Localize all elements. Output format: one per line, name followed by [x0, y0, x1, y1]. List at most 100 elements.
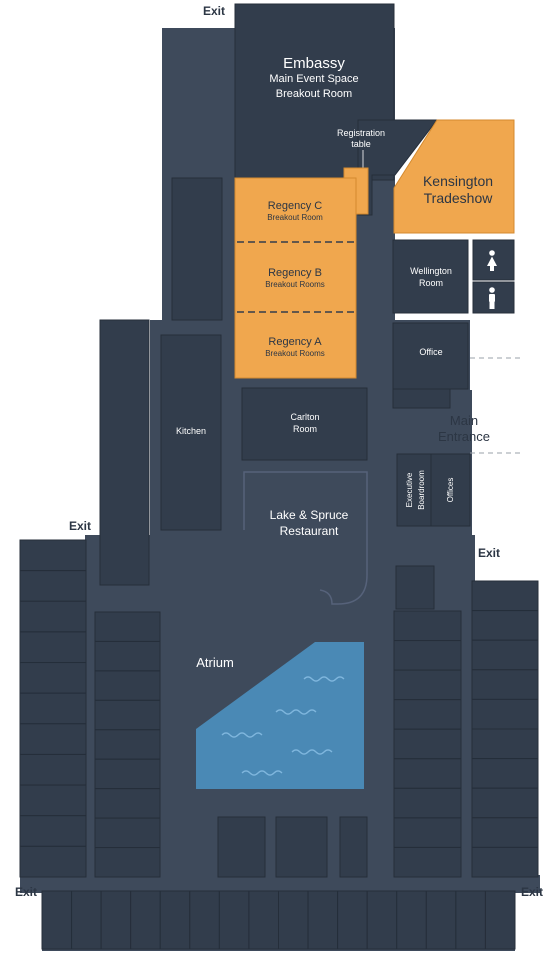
office-room[interactable]: Office [392, 322, 469, 390]
registration-line1: Registration [337, 128, 385, 138]
inner-left-stall [94, 817, 161, 849]
right-stall [471, 817, 539, 848]
right-stall [471, 639, 539, 671]
regency-b-title: Regency B [268, 267, 322, 279]
restroom-men[interactable] [472, 281, 515, 314]
bottom-stall-row [41, 890, 516, 950]
kensington-line1: Kensington [423, 173, 493, 189]
regency-c[interactable]: Regency C Breakout Room [267, 200, 323, 222]
bottom-stall [100, 890, 132, 950]
right-stall [471, 728, 539, 760]
regency-b[interactable]: Regency B Breakout Rooms [265, 267, 325, 289]
left-stall [19, 600, 87, 633]
inner-right-stall [393, 610, 462, 642]
right-stall [471, 787, 539, 819]
inner-right-stall [393, 669, 462, 701]
bottom-stall [484, 890, 516, 950]
restroom-women[interactable] [472, 239, 515, 281]
right-stall [471, 610, 539, 641]
left-stall [19, 845, 87, 878]
bottom-stall [366, 890, 398, 950]
bottom-stall [307, 890, 339, 950]
right-stall [471, 846, 539, 878]
carlton-line1: Carlton [290, 412, 319, 422]
lower-room-3 [339, 816, 368, 878]
kitchen-room[interactable]: Kitchen [160, 334, 222, 531]
inner-right-stall [393, 728, 462, 760]
left-stall [19, 753, 87, 786]
corridor-block [99, 319, 150, 586]
carlton-line2: Room [293, 424, 317, 434]
stall-columns [19, 539, 539, 878]
kitchen-label: Kitchen [176, 426, 206, 436]
inner-left-stall [94, 611, 161, 642]
exit-bottom-right-label: Exit [521, 885, 543, 899]
right-stall [471, 669, 539, 700]
regency-a[interactable]: Regency A Breakout Rooms [265, 336, 325, 358]
lower-room-1 [217, 816, 266, 878]
regency-b-sub: Breakout Rooms [265, 280, 325, 289]
embassy-line2: Breakout Room [276, 88, 352, 100]
main-entrance-line2: Entrance [438, 429, 490, 444]
main-entrance-line1: Main [450, 413, 478, 428]
bottom-stall [278, 890, 309, 950]
registration-line2: table [351, 139, 371, 149]
inner-left-stall [94, 640, 161, 672]
left-stall [19, 723, 87, 755]
left-stall [19, 815, 87, 847]
storage-room [171, 177, 223, 321]
regency-rooms [234, 177, 357, 379]
office-annex [392, 388, 451, 409]
inner-left-stall [94, 788, 161, 819]
left-stall [19, 570, 87, 602]
regency-c-sub: Breakout Room [267, 213, 323, 222]
inner-right-stall [393, 846, 462, 878]
regency-a-sub: Breakout Rooms [265, 349, 325, 358]
executive-boardroom[interactable]: Executive Boardroom [396, 453, 432, 527]
wellington-room[interactable]: Wellington Room [392, 239, 469, 314]
offices-block[interactable]: Offices [430, 453, 471, 527]
bottom-stall [130, 890, 161, 950]
exit-right-label: Exit [478, 546, 500, 560]
exit-bottom-left-label: Exit [15, 885, 37, 899]
water-waves [221, 676, 345, 776]
lake-spruce-line2: Restaurant [280, 524, 339, 538]
inner-right-stall [393, 787, 462, 819]
right-stall [471, 580, 539, 612]
office-label: Office [419, 347, 442, 357]
regency-c-title: Regency C [268, 200, 322, 212]
left-stall [19, 692, 87, 725]
embassy-title: Embassy [283, 55, 345, 72]
right-stall [471, 698, 539, 730]
bottom-stall [71, 890, 102, 950]
left-stall [19, 784, 87, 817]
executive-line1: Executive [405, 472, 414, 507]
exit-top-label: Exit [203, 4, 225, 18]
lake-spruce-restaurant[interactable]: Lake & Spruce Restaurant [243, 471, 368, 605]
inner-left-stall [94, 699, 161, 731]
bottom-stall [337, 890, 368, 950]
carlton-room[interactable]: Carlton Room [241, 387, 368, 461]
embassy-room[interactable]: Embassy Main Event Space Breakout Room [234, 3, 395, 181]
inner-left-stall [94, 847, 161, 878]
bottom-stall [248, 890, 279, 950]
exit-left-label: Exit [69, 519, 91, 533]
regency-a-title: Regency A [268, 336, 322, 348]
woman-icon [487, 250, 497, 271]
bottom-stall [396, 890, 427, 950]
left-stall [19, 662, 87, 694]
inner-right-stall [393, 699, 462, 730]
bottom-stall [425, 890, 457, 950]
small-room [395, 565, 435, 610]
lake-spruce-line1: Lake & Spruce [270, 508, 349, 522]
offices-label: Offices [446, 478, 455, 503]
kensington-tradeshow[interactable]: Kensington Tradeshow [393, 119, 515, 234]
bottom-stall [159, 890, 191, 950]
atrium-label: Atrium [196, 655, 234, 670]
bottom-stall [189, 890, 220, 950]
bottom-stall [455, 890, 486, 950]
inner-left-stall [94, 729, 161, 760]
inner-left-stall [94, 670, 161, 701]
lower-room-2 [275, 816, 328, 878]
